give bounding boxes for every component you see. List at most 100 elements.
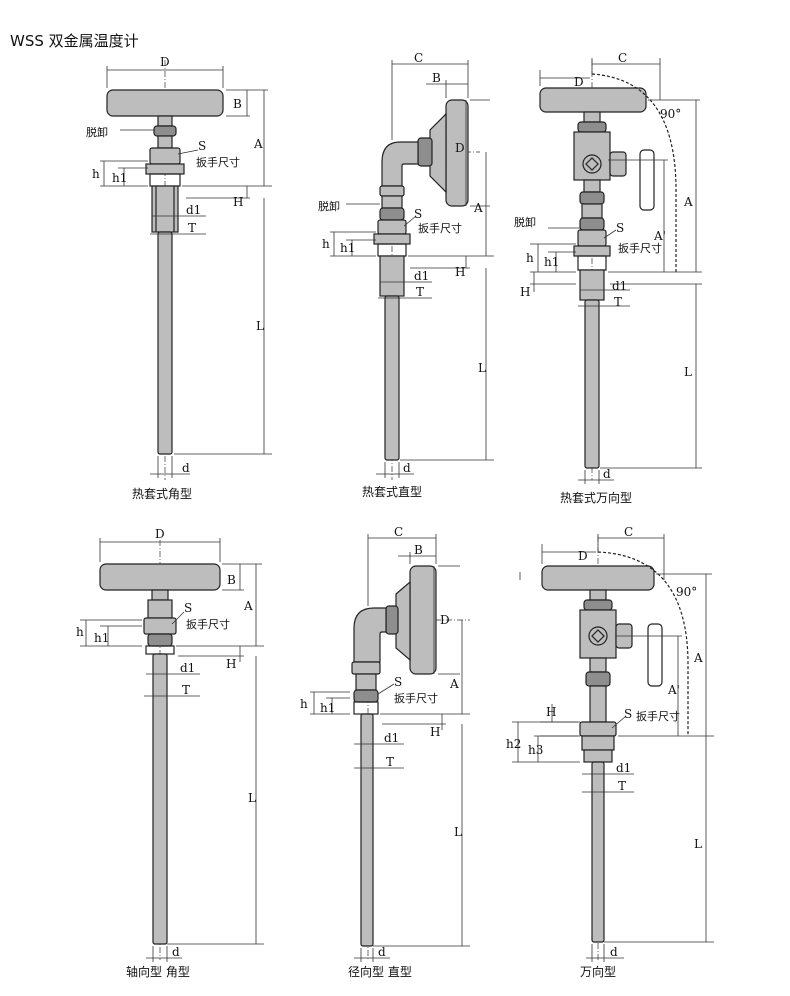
dim-h3: h3 (528, 743, 543, 757)
dial-case (99, 563, 221, 591)
dim-T: T (618, 779, 626, 793)
dim-A: A (473, 201, 483, 215)
dim-H: H (430, 725, 440, 739)
dim-A-prime: A' (667, 683, 680, 697)
dim-d1: d1 (612, 279, 627, 293)
diagram-axial-angle: D B A H L h h1 S 扳手尺寸 d1 T d 轴向型 角型 (76, 527, 264, 979)
label-wrench: 扳手尺寸 (394, 691, 438, 705)
label-wrench: 扳手尺寸 (196, 155, 240, 169)
dim-d1: d1 (616, 761, 631, 775)
stem (584, 299, 600, 469)
dim-d1: d1 (414, 269, 429, 283)
dim-C: C (394, 525, 403, 539)
dim-H: H (520, 285, 530, 299)
caption-angle-thermowell: 热套式角型 (132, 487, 192, 501)
dim-d1: d1 (180, 661, 195, 675)
dim-d1: d1 (186, 203, 201, 217)
dim-h1: h1 (320, 701, 335, 715)
label-S: S (624, 707, 632, 721)
caption-universal: 万向型 (580, 964, 616, 979)
dim-H: H (226, 657, 236, 671)
dim-D: D (160, 55, 170, 69)
dim-T: T (188, 221, 196, 235)
diagram-straight-thermowell: C B D A H L h h1 脱卸 S 扳手尺寸 d1 T d (318, 51, 494, 499)
dim-H: H (455, 265, 465, 279)
caption-straight-thermowell: 热套式直型 (362, 485, 422, 499)
dim-D: D (574, 75, 584, 89)
diagram-universal-thermowell: C D 90° A A' L H h h1 脱卸 S 扳手尺寸 d1 T (514, 51, 702, 505)
dim-A: A (253, 137, 263, 151)
dim-C: C (414, 51, 423, 65)
dim-h: h (76, 625, 84, 639)
dim-d: d (610, 945, 618, 959)
elbow-joint (381, 141, 419, 187)
dim-h2: h2 (506, 737, 521, 751)
dim-d: d (603, 467, 611, 481)
label-angle: 90° (676, 585, 697, 599)
dim-h1: h1 (544, 255, 559, 269)
dim-h1: h1 (340, 241, 355, 255)
label-remove: 脱卸 (318, 199, 340, 213)
dim-A: A (449, 677, 459, 691)
dial-case (539, 87, 647, 113)
label-S: S (616, 221, 624, 235)
dim-A: A (243, 599, 253, 613)
label-wrench: 扳手尺寸 (636, 709, 680, 723)
stem (157, 231, 173, 455)
dim-L: L (248, 791, 256, 805)
dim-B: B (227, 573, 236, 587)
dim-H: H (233, 195, 243, 209)
swivel-knob (582, 154, 602, 174)
dim-C: C (618, 51, 627, 65)
stem (591, 761, 605, 943)
dim-h: h (526, 251, 534, 265)
label-S: S (198, 139, 206, 153)
dim-d1: d1 (384, 731, 399, 745)
dim-T: T (386, 755, 394, 769)
dim-A-prime: A' (653, 229, 666, 243)
dim-d: d (378, 945, 386, 959)
dim-D: D (155, 527, 165, 541)
caption-radial-straight: 径向型 直型 (348, 964, 412, 979)
diagram-angle-thermowell: D B A H L h h1 脱卸 S 扳手尺寸 d1 T d 热套式角型 (86, 55, 272, 501)
label-remove: 脱卸 (86, 125, 108, 139)
dim-L: L (684, 365, 692, 379)
label-wrench: 扳手尺寸 (418, 221, 462, 235)
dim-B: B (233, 97, 242, 111)
page-title: WSS 双金属温度计 (10, 32, 139, 50)
dial-case (106, 89, 224, 117)
dim-L: L (256, 319, 264, 333)
dim-h: h (322, 237, 330, 251)
dim-A: A (693, 651, 703, 665)
label-remove: 脱卸 (514, 215, 536, 229)
dim-T: T (182, 683, 190, 697)
dim-T: T (416, 285, 424, 299)
dim-B: B (414, 543, 423, 557)
dim-T: T (614, 295, 622, 309)
label-wrench: 扳手尺寸 (186, 617, 230, 631)
dim-L: L (454, 825, 462, 839)
swivel-knob (588, 626, 608, 646)
dim-d: d (403, 461, 411, 475)
label-S: S (184, 601, 192, 615)
dim-h1: h1 (94, 631, 109, 645)
dim-d: d (172, 945, 180, 959)
dial-case (541, 565, 655, 591)
dim-L: L (478, 361, 486, 375)
dim-C: C (624, 525, 633, 539)
dim-h: h (300, 697, 308, 711)
caption-axial-angle: 轴向型 角型 (126, 964, 190, 979)
label-S: S (414, 207, 422, 221)
stem (360, 713, 374, 947)
dim-H: H (546, 705, 556, 719)
diagram-radial-straight: C B D A H L h h1 S 扳手尺寸 d1 T d 径向型 直型 (300, 525, 470, 979)
dim-h1: h1 (112, 171, 127, 185)
dim-D: D (440, 613, 450, 627)
diagram-universal: C D 90° A A' L H h2 h3 S 扳手尺寸 d1 T (506, 525, 714, 979)
label-wrench: 扳手尺寸 (618, 241, 662, 255)
stem (384, 295, 400, 461)
stem (152, 653, 168, 945)
dim-h: h (92, 167, 100, 181)
dim-D: D (578, 549, 588, 563)
